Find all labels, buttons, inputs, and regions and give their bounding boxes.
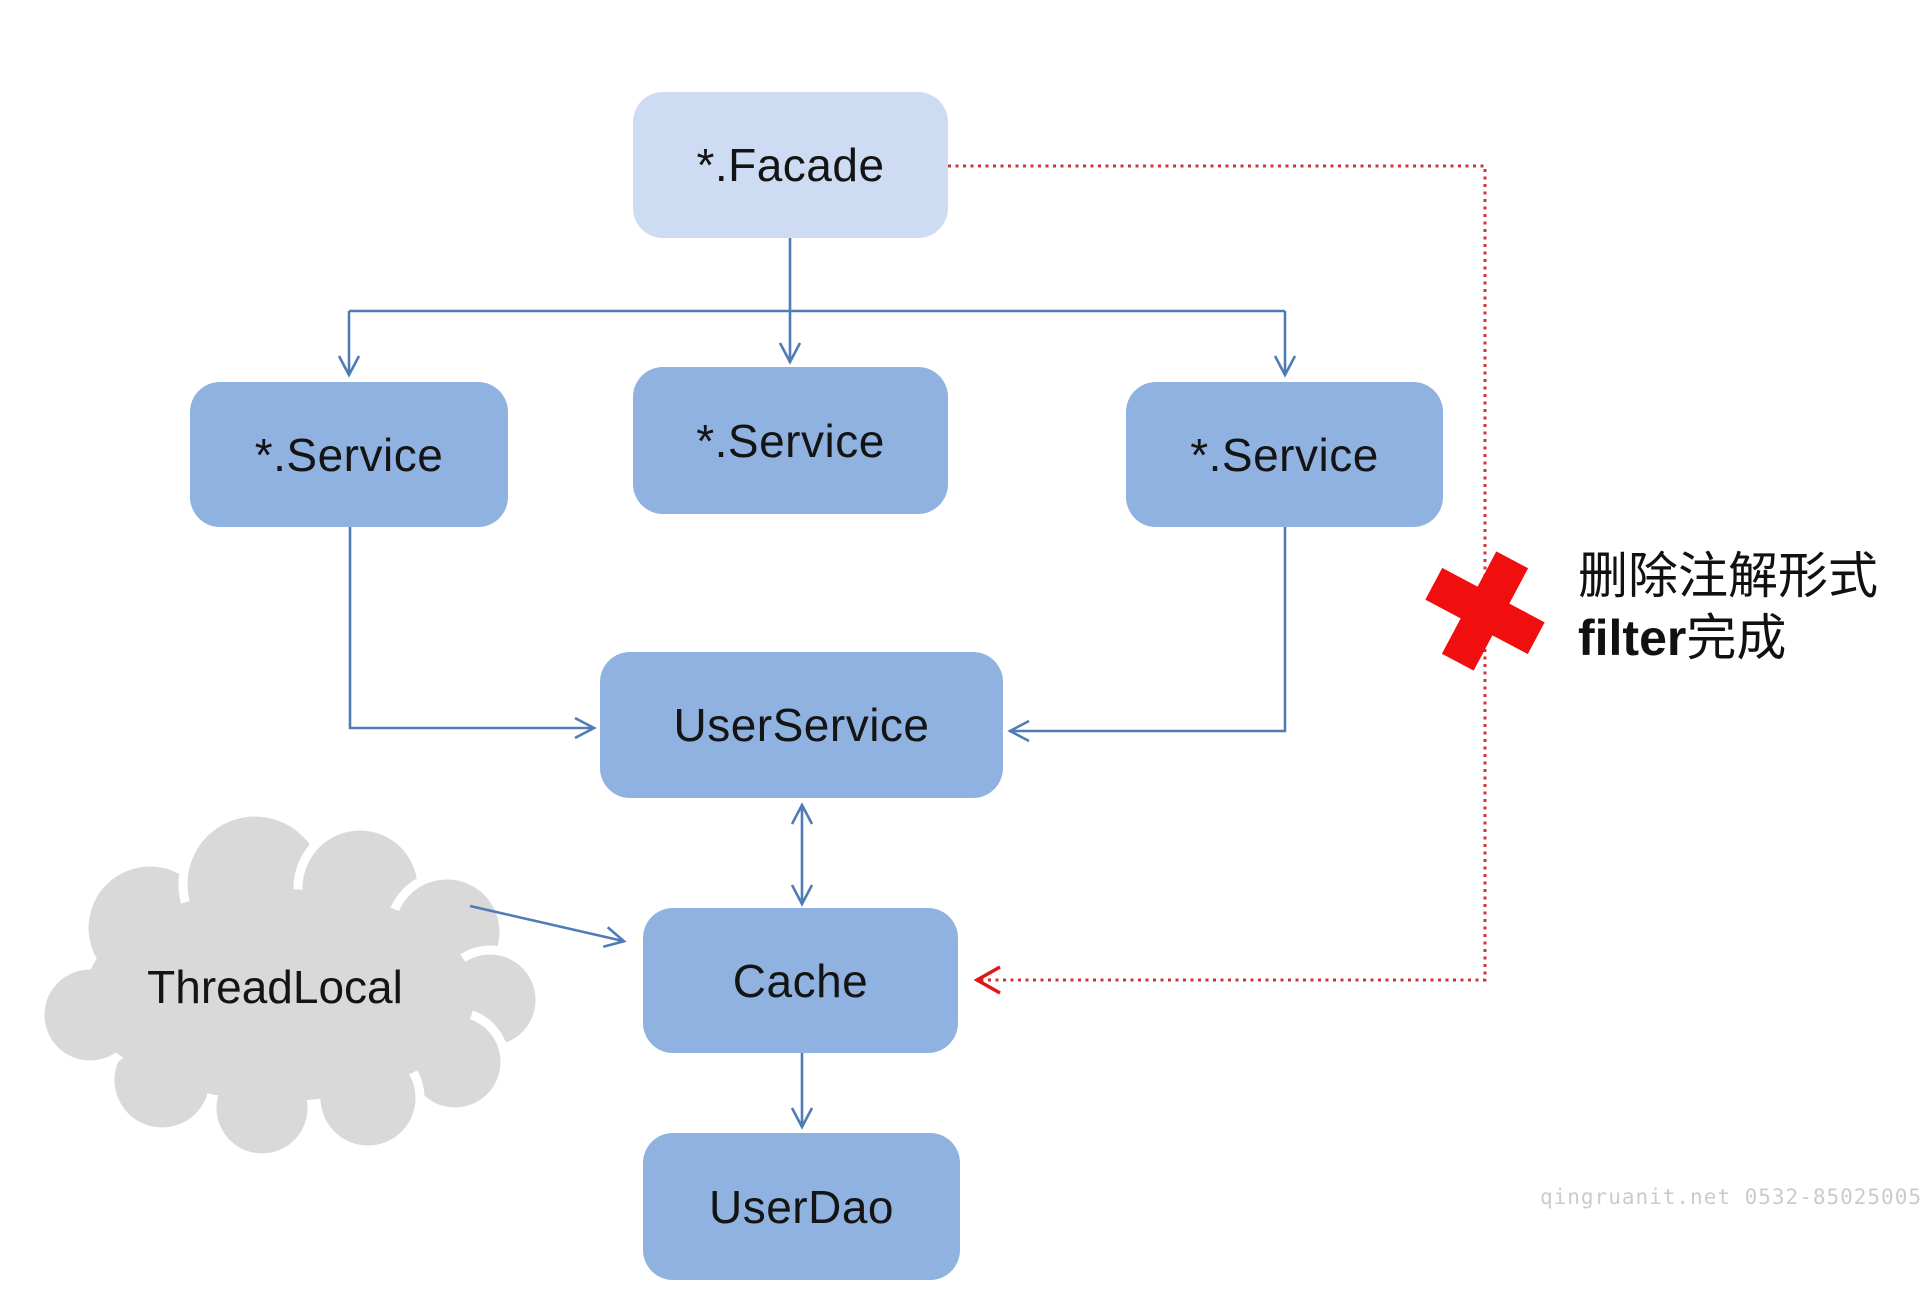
cache-box: Cache [643, 908, 958, 1053]
userdao-box: UserDao [643, 1133, 960, 1280]
annotation-line1: 删除注解形式 [1578, 547, 1878, 605]
connector-service-left-to-userservice [348, 527, 597, 740]
service-box-right-label: *.Service [1190, 428, 1379, 481]
annotation-text: 删除注解形式 filter完成 [1578, 545, 1878, 669]
facade-box: *.Facade [633, 92, 948, 238]
threadlocal-cloud-shape [35, 807, 545, 1163]
service-box-left: *.Service [190, 382, 508, 527]
watermark-text: qingruanit.net 0532-85025005 [1539, 1185, 1922, 1209]
cache-box-label: Cache [732, 954, 869, 1007]
userservice-box: UserService [600, 652, 1003, 798]
annotation-line2-zh: 完成 [1686, 609, 1787, 667]
threadlocal-cloud-label: ThreadLocal [147, 961, 403, 1013]
connector-service-right-to-userservice [1007, 527, 1287, 743]
service-box-left-label: *.Service [254, 428, 444, 481]
service-box-middle: *.Service [633, 367, 948, 514]
service-box-right: *.Service [1126, 382, 1443, 527]
red-x-icon [1425, 551, 1545, 671]
connector-cloud-to-cache [469, 904, 627, 948]
annotation-line2: filter完成 [1578, 607, 1878, 669]
connector-facade-to-cache-dotted [948, 164, 1487, 995]
userdao-box-label: UserDao [708, 1180, 894, 1233]
facade-box-label: *.Facade [696, 139, 885, 191]
userservice-box-label: UserService [673, 699, 930, 751]
service-box-middle-label: *.Service [696, 414, 885, 467]
annotation-line2-en: filter [1578, 610, 1687, 666]
